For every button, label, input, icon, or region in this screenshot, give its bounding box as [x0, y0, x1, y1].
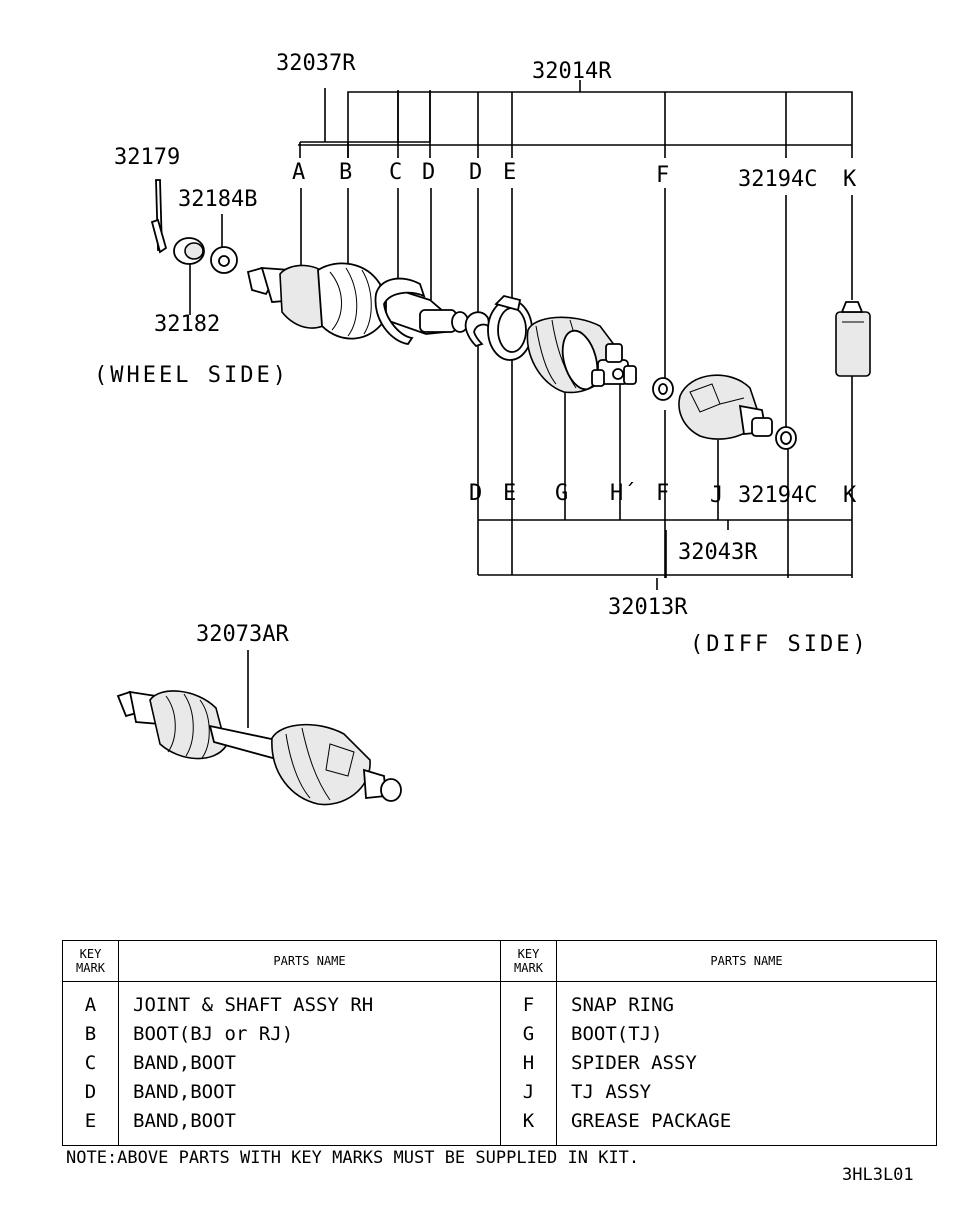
key-mark-header-line1: KEY [517, 947, 540, 961]
key-mark-j: J [710, 483, 723, 508]
spider-assy [591, 343, 637, 387]
key-mark-header-line2: MARK [76, 961, 105, 975]
key-mark-c: C [389, 160, 402, 185]
part-name-cell: GREASE PACKAGE [571, 1110, 732, 1132]
key-mark-k: K [843, 167, 857, 192]
part-name-cell: JOINT & SHAFT ASSY RH [133, 994, 374, 1016]
part-name-cell: BAND,BOOT [133, 1081, 236, 1103]
band-boot-d [464, 311, 491, 348]
key-mark-header-line2: MARK [514, 961, 543, 975]
key-cell: B [84, 1023, 97, 1045]
key-mark-e: E [503, 481, 516, 506]
right-key-column: F G H J K [500, 981, 557, 1146]
key-mark-k: K [843, 483, 857, 508]
key-mark-header: KEY MARK [500, 940, 557, 982]
wheel-side-label: (WHEEL SIDE) [94, 363, 289, 388]
right-name-column: SNAP RING BOOT(TJ) SPIDER ASSY TJ ASSY G… [556, 981, 937, 1146]
parts-name-header: PARTS NAME [556, 940, 937, 982]
part-name-cell: BAND,BOOT [133, 1110, 236, 1132]
joint-shaft-assy [246, 262, 469, 340]
drawing-code: 3HL3L01 [842, 1165, 914, 1185]
part-number-32014R: 32014R [532, 59, 612, 84]
key-mark-b: B [339, 160, 352, 185]
key-mark-f: F [656, 163, 669, 188]
band-boot-c [374, 277, 426, 345]
key-cell: A [84, 994, 97, 1016]
table-body-row: A B C D E JOINT & SHAFT ASSY RH BOOT(BJ … [62, 981, 937, 1146]
snap-ring-32194C [775, 426, 797, 450]
table-header-row: KEY MARK PARTS NAME KEY MARK PARTS NAME [62, 940, 937, 982]
part-number-32073AR: 32073AR [196, 622, 289, 647]
snap-ring [652, 377, 674, 401]
key-cell: D [84, 1081, 97, 1103]
key-cell: E [84, 1110, 97, 1132]
part-name-cell: BOOT(BJ or RJ) [133, 1023, 294, 1045]
key-cell: H [522, 1052, 535, 1074]
top-bracket-lines [298, 80, 853, 158]
top-leader-lines [300, 188, 853, 432]
part-number-32182: 32182 [154, 312, 220, 337]
part-name-cell: SNAP RING [571, 994, 674, 1016]
nut-32182 [173, 237, 205, 315]
key-mark-g: G [555, 481, 568, 506]
kit-note: NOTE:ABOVE PARTS WITH KEY MARKS MUST BE … [66, 1148, 640, 1168]
key-mark-d: D [469, 481, 482, 506]
key-mark-header: KEY MARK [62, 940, 119, 982]
part-number-32037R: 32037R [276, 51, 356, 76]
part-number-32184B: 32184B [178, 187, 257, 212]
tj-assy [678, 374, 773, 440]
bottom-bracket-lines [477, 345, 853, 590]
band-boot-e [487, 295, 533, 361]
part-number-32179: 32179 [114, 145, 180, 170]
cotter-pin-32179 [150, 179, 168, 254]
diff-side-label: (DIFF SIDE) [690, 632, 869, 657]
key-cell: J [522, 1081, 535, 1103]
grease-package [835, 301, 871, 377]
part-number-32194C-bottom: 32194C [738, 483, 817, 508]
parts-table: KEY MARK PARTS NAME KEY MARK PARTS NAME … [62, 940, 937, 1146]
key-mark-e: E [503, 160, 516, 185]
key-cell: G [522, 1023, 535, 1045]
washer-32184B [210, 214, 238, 274]
key-mark-header-line1: KEY [79, 947, 102, 961]
part-number-32043R: 32043R [678, 540, 758, 565]
part-number-32013R: 32013R [608, 595, 688, 620]
key-cell: C [84, 1052, 97, 1074]
key-mark-d: D [469, 160, 482, 185]
key-mark-a: A [292, 160, 305, 185]
key-cell: F [522, 994, 535, 1016]
part-name-cell: BAND,BOOT [133, 1052, 236, 1074]
drive-shaft-complete [116, 650, 402, 806]
parts-name-header: PARTS NAME [118, 940, 501, 982]
key-mark-h: H´ [610, 481, 637, 506]
key-mark-f: F [656, 481, 669, 506]
key-cell: K [522, 1110, 535, 1132]
part-number-32194C-top: 32194C [738, 167, 817, 192]
left-name-column: JOINT & SHAFT ASSY RH BOOT(BJ or RJ) BAN… [118, 981, 501, 1146]
left-key-column: A B C D E [62, 981, 119, 1146]
part-name-cell: SPIDER ASSY [571, 1052, 697, 1074]
exploded-parts-diagram: 32037R 32014R 32179 32184B 32182 32194C … [94, 51, 871, 806]
part-name-cell: TJ ASSY [571, 1081, 652, 1103]
part-name-cell: BOOT(TJ) [571, 1023, 663, 1045]
key-mark-d: D [422, 160, 435, 185]
